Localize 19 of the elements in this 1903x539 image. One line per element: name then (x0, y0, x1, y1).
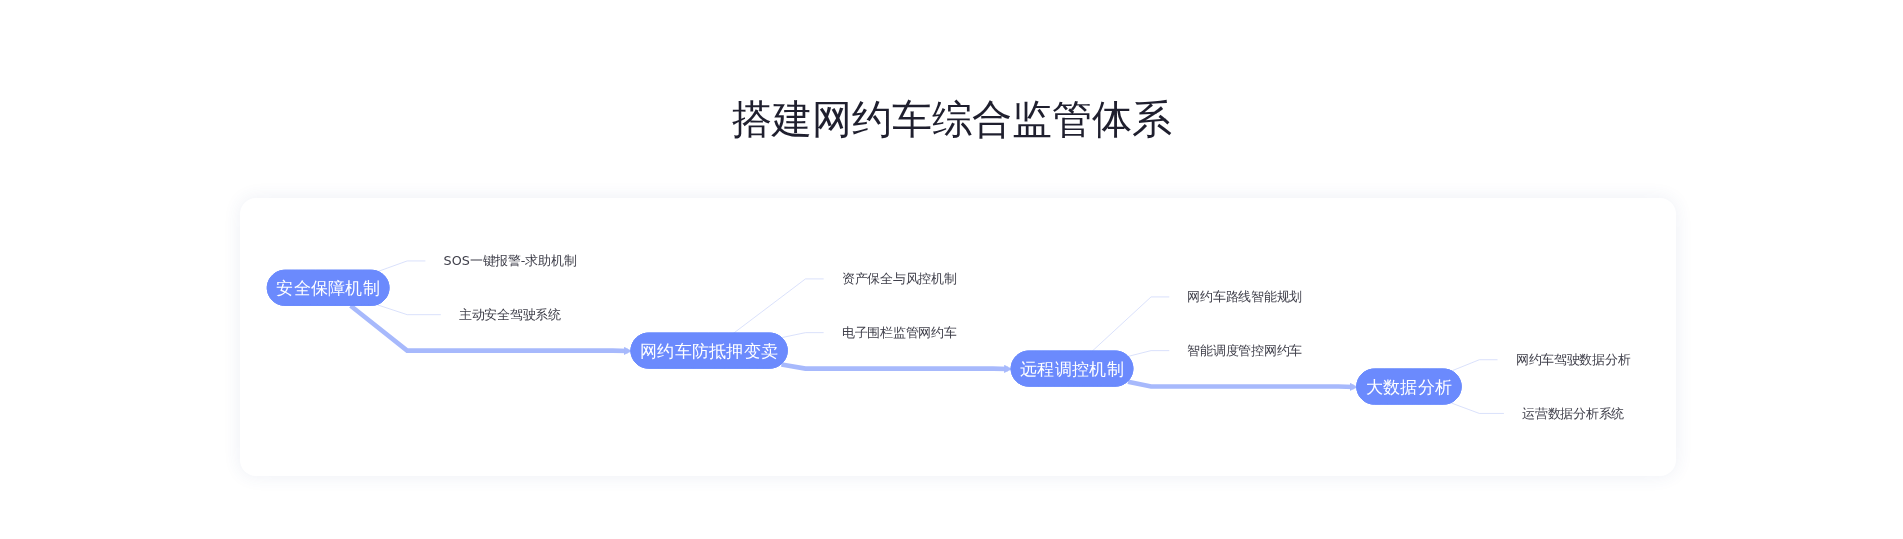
title: 搭建网约车综合监管体系 (731, 95, 1172, 144)
connector (377, 304, 442, 315)
arrow (349, 303, 632, 355)
connector (1450, 402, 1505, 414)
node-text: 网约车路线智能规划 (1187, 288, 1303, 304)
connector (1091, 296, 1170, 352)
node-text: 资产保全与风控机制 (841, 270, 957, 286)
connector (377, 260, 426, 272)
node-text: 电子围栏监管网约车 (841, 324, 957, 340)
connector (781, 332, 825, 338)
node-text: SOS一键报警-求助机制 (443, 253, 577, 268)
node-text: 运营数据分析系统 (1522, 405, 1625, 421)
node-text: 智能调度管控网约车 (1187, 342, 1303, 358)
connector (1450, 359, 1498, 372)
arrow (1127, 379, 1358, 391)
arrow (781, 362, 1012, 373)
connector (1127, 349, 1170, 357)
node-text: 主动安全驾驶系统 (458, 306, 561, 322)
node-text: 网约车驾驶数据分析 (1515, 351, 1631, 367)
